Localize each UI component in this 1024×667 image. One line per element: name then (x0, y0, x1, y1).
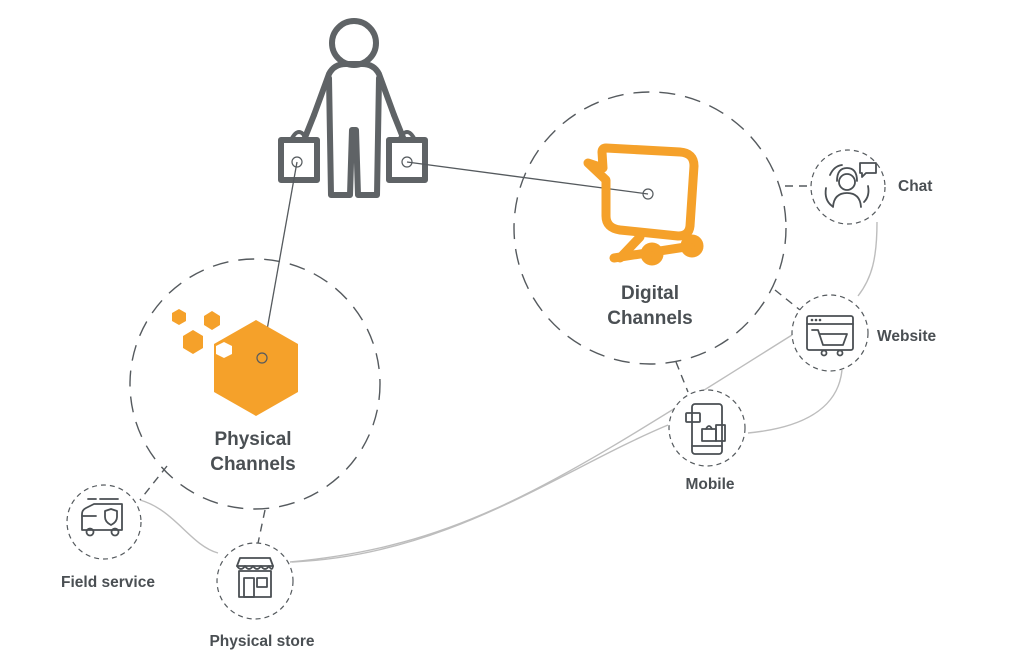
mobile-shopping-icon (685, 403, 726, 455)
chat-monitor-icon (583, 143, 704, 266)
web-shopping-cart-icon (806, 315, 854, 357)
physical-channels-ring (129, 258, 381, 510)
right-bag-pin (401, 156, 413, 168)
digital-channels-title-line2: Channels (607, 308, 693, 329)
physical-pin (256, 352, 268, 364)
connector-website-mobile (747, 369, 843, 434)
physical-store-label: Physical store (209, 633, 314, 650)
connector-field-store (139, 499, 219, 554)
physical-channels-title-line1: Physical (214, 429, 291, 450)
digital-pin (642, 188, 654, 200)
field-service-node: Field service (61, 484, 155, 591)
service-van-icon (81, 498, 123, 537)
website-label: Website (877, 328, 937, 345)
physical-store-node: Physical store (209, 542, 315, 650)
physical-channels-title-line2: Channels (210, 454, 296, 475)
mobile-node: Mobile (668, 389, 746, 493)
link-bag-digital (406, 161, 649, 195)
chat-label: Chat (898, 178, 932, 195)
digital-channels-title-line1: Digital (621, 283, 679, 304)
link-bag-physical (261, 161, 298, 359)
dashed-connectors (139, 185, 812, 549)
channel-connectors (139, 221, 878, 563)
mobile-label: Mobile (685, 476, 734, 493)
website-node: Website (791, 294, 937, 372)
field-service-label: Field service (61, 574, 155, 591)
call-center-agent-icon (824, 162, 877, 208)
left-bag-pin (291, 156, 303, 168)
connector-chat-website (857, 221, 878, 297)
digital-channels-ring (513, 91, 787, 365)
storefront-icon (236, 557, 274, 598)
hexagon-cluster-icon (172, 309, 298, 416)
connector-store-mobile (291, 424, 669, 563)
shopper-with-bags-icon (278, 18, 428, 198)
chat-node: Chat (810, 149, 932, 225)
